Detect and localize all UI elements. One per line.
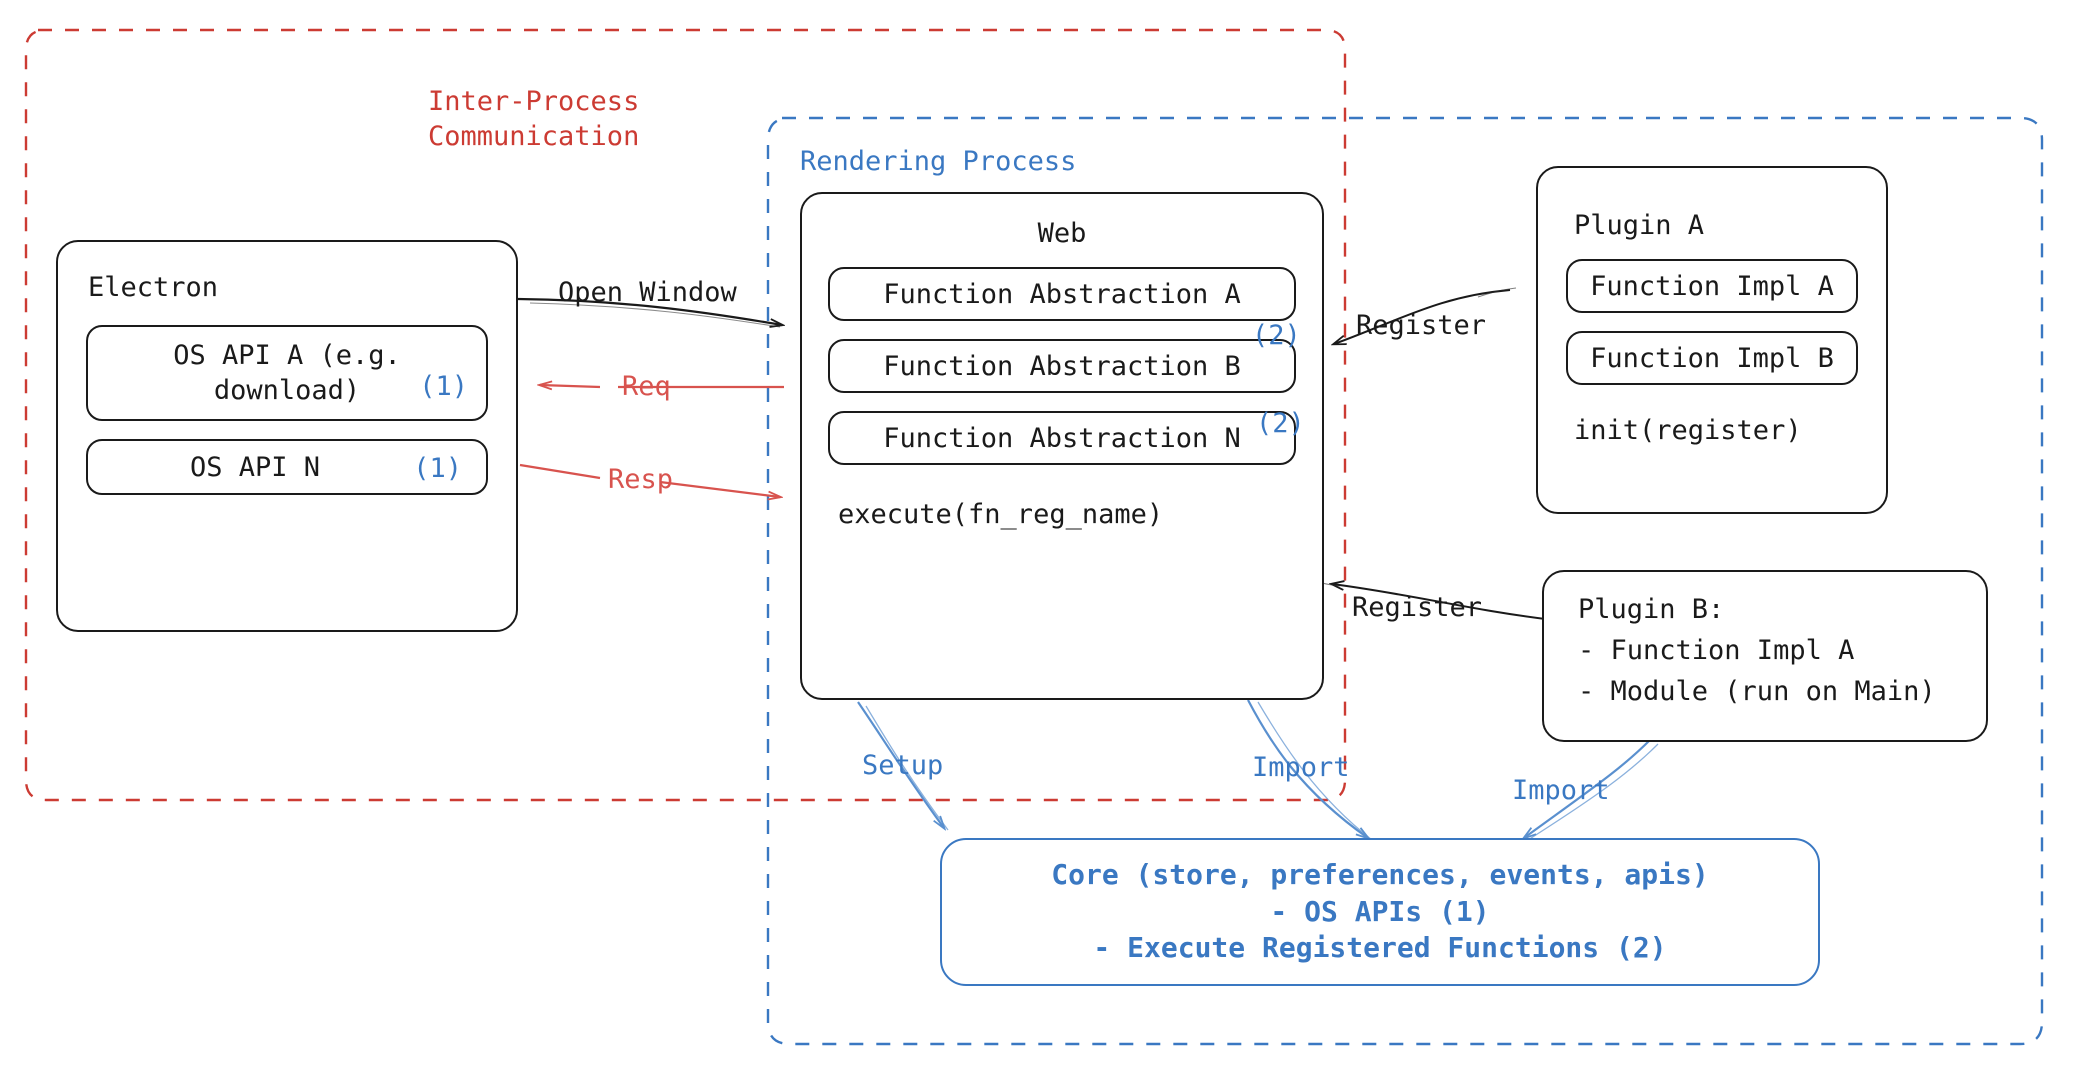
node-web[interactable]: Web Function Abstraction A Function Abst…	[800, 192, 1324, 700]
edge-label-register-plugin-b: Register	[1352, 592, 1483, 623]
web-footer-execute: execute(fn_reg_name)	[838, 499, 1164, 530]
plugin-a-item-function-impl-b-label: Function Impl B	[1590, 342, 1834, 374]
plugin-b-line-module: - Module (run on Main)	[1578, 676, 1936, 707]
group-label-rendering: Rendering Process	[800, 146, 1077, 177]
core-line-os-apis: - OS APIs (1)	[1270, 894, 1490, 928]
web-item-function-abstraction-a[interactable]: Function Abstraction A	[828, 267, 1296, 321]
edge-label-resp: Resp	[608, 464, 674, 495]
node-plugin-b[interactable]: Plugin B: - Function Impl A - Module (ru…	[1542, 570, 1988, 742]
plugin-a-item-function-impl-b[interactable]: Function Impl B	[1566, 331, 1858, 385]
electron-item-os-api-a-label: OS API A (e.g. download)	[173, 339, 401, 406]
node-electron[interactable]: Electron OS API A (e.g. download) (1) OS…	[56, 240, 518, 632]
electron-title: Electron	[88, 272, 219, 303]
edge-label-open-window: Open Window	[558, 277, 737, 308]
plugin-a-item-function-impl-a[interactable]: Function Impl A	[1566, 259, 1858, 313]
edge-label-register-plugin-a: Register	[1356, 310, 1487, 341]
node-core[interactable]: Core (store, preferences, events, apis) …	[940, 838, 1820, 986]
web-item-function-abstraction-b[interactable]: Function Abstraction B	[828, 339, 1296, 393]
group-label-ipc: Inter-Process Communication	[428, 86, 640, 153]
electron-item-os-api-n[interactable]: OS API N (1)	[86, 439, 488, 495]
web-item-function-abstraction-n-label: Function Abstraction N	[883, 422, 1241, 454]
plugin-a-footer-init: init(register)	[1574, 415, 1802, 446]
electron-item-os-api-n-label: OS API N	[189, 451, 321, 483]
edge-label-import-plugin-b: Import	[1512, 775, 1610, 806]
electron-item-os-api-n-badge: (1)	[413, 453, 462, 484]
core-line-main: Core (store, preferences, events, apis)	[1051, 857, 1709, 891]
web-title: Web	[1037, 218, 1087, 249]
web-item-function-abstraction-b-badge: (2)	[1256, 408, 1305, 439]
edge-label-setup: Setup	[862, 750, 944, 781]
plugin-b-line-title: Plugin B:	[1578, 594, 1725, 625]
plugin-b-line-function-impl-a: - Function Impl A	[1578, 635, 1855, 666]
plugin-a-title: Plugin A	[1574, 210, 1705, 241]
edge-label-import-web: Import	[1252, 752, 1350, 783]
web-item-function-abstraction-a-badge: (2)	[1252, 320, 1301, 351]
node-plugin-a[interactable]: Plugin A Function Impl A Function Impl B…	[1536, 166, 1888, 514]
web-item-function-abstraction-b-label: Function Abstraction B	[883, 350, 1241, 382]
edge-label-req: Req	[622, 371, 671, 402]
web-item-function-abstraction-a-label: Function Abstraction A	[883, 278, 1241, 310]
web-item-function-abstraction-n[interactable]: Function Abstraction N	[828, 411, 1296, 465]
electron-item-os-api-a[interactable]: OS API A (e.g. download) (1)	[86, 325, 488, 421]
electron-item-os-api-a-badge: (1)	[419, 371, 468, 402]
core-line-execute-registered: - Execute Registered Functions (2)	[1093, 931, 1667, 965]
plugin-a-item-function-impl-a-label: Function Impl A	[1590, 270, 1834, 302]
